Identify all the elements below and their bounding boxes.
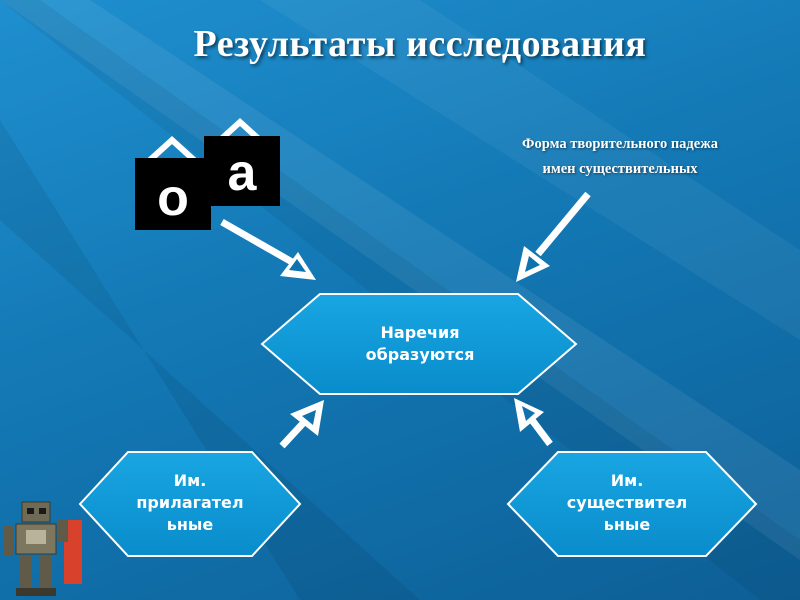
right-hexagon [506, 451, 758, 557]
form-label-line2: имен существительных [542, 161, 698, 177]
left-node-text: Им. прилагател ьные [120, 470, 260, 536]
page-title: Результаты исследования [193, 23, 647, 65]
right-node-text: Им. существител ьные [552, 470, 702, 536]
right-node-line1: Им. [610, 471, 644, 490]
left-hexagon [78, 451, 302, 557]
arrow-from-left-node [279, 400, 324, 449]
left-node-line1: Им. [173, 471, 207, 490]
arrow-from-right-node [514, 398, 553, 447]
robot-icon [4, 501, 82, 596]
right-node-line2: существител [566, 493, 688, 512]
form-label-line1: Форма творительного падежа [522, 136, 718, 152]
arrow-from-form-label [516, 191, 591, 282]
left-node-line3: ьные [166, 515, 214, 534]
center-node-text: Наречия образуются [330, 322, 510, 366]
center-node-line2: образуются [365, 345, 475, 364]
center-node-line1: Наречия [380, 323, 460, 342]
right-node-line3: ьные [603, 515, 651, 534]
center-hexagon [260, 293, 578, 395]
letter-o-box: о [135, 158, 211, 230]
form-label: Форма творительного падежа имен существи… [462, 132, 778, 182]
left-node-line2: прилагател [136, 493, 244, 512]
arrow-from-letters [220, 218, 316, 280]
chevron-a-icon [215, 117, 265, 145]
letter-a-box: а [204, 136, 280, 206]
chevron-o-icon [147, 135, 197, 163]
